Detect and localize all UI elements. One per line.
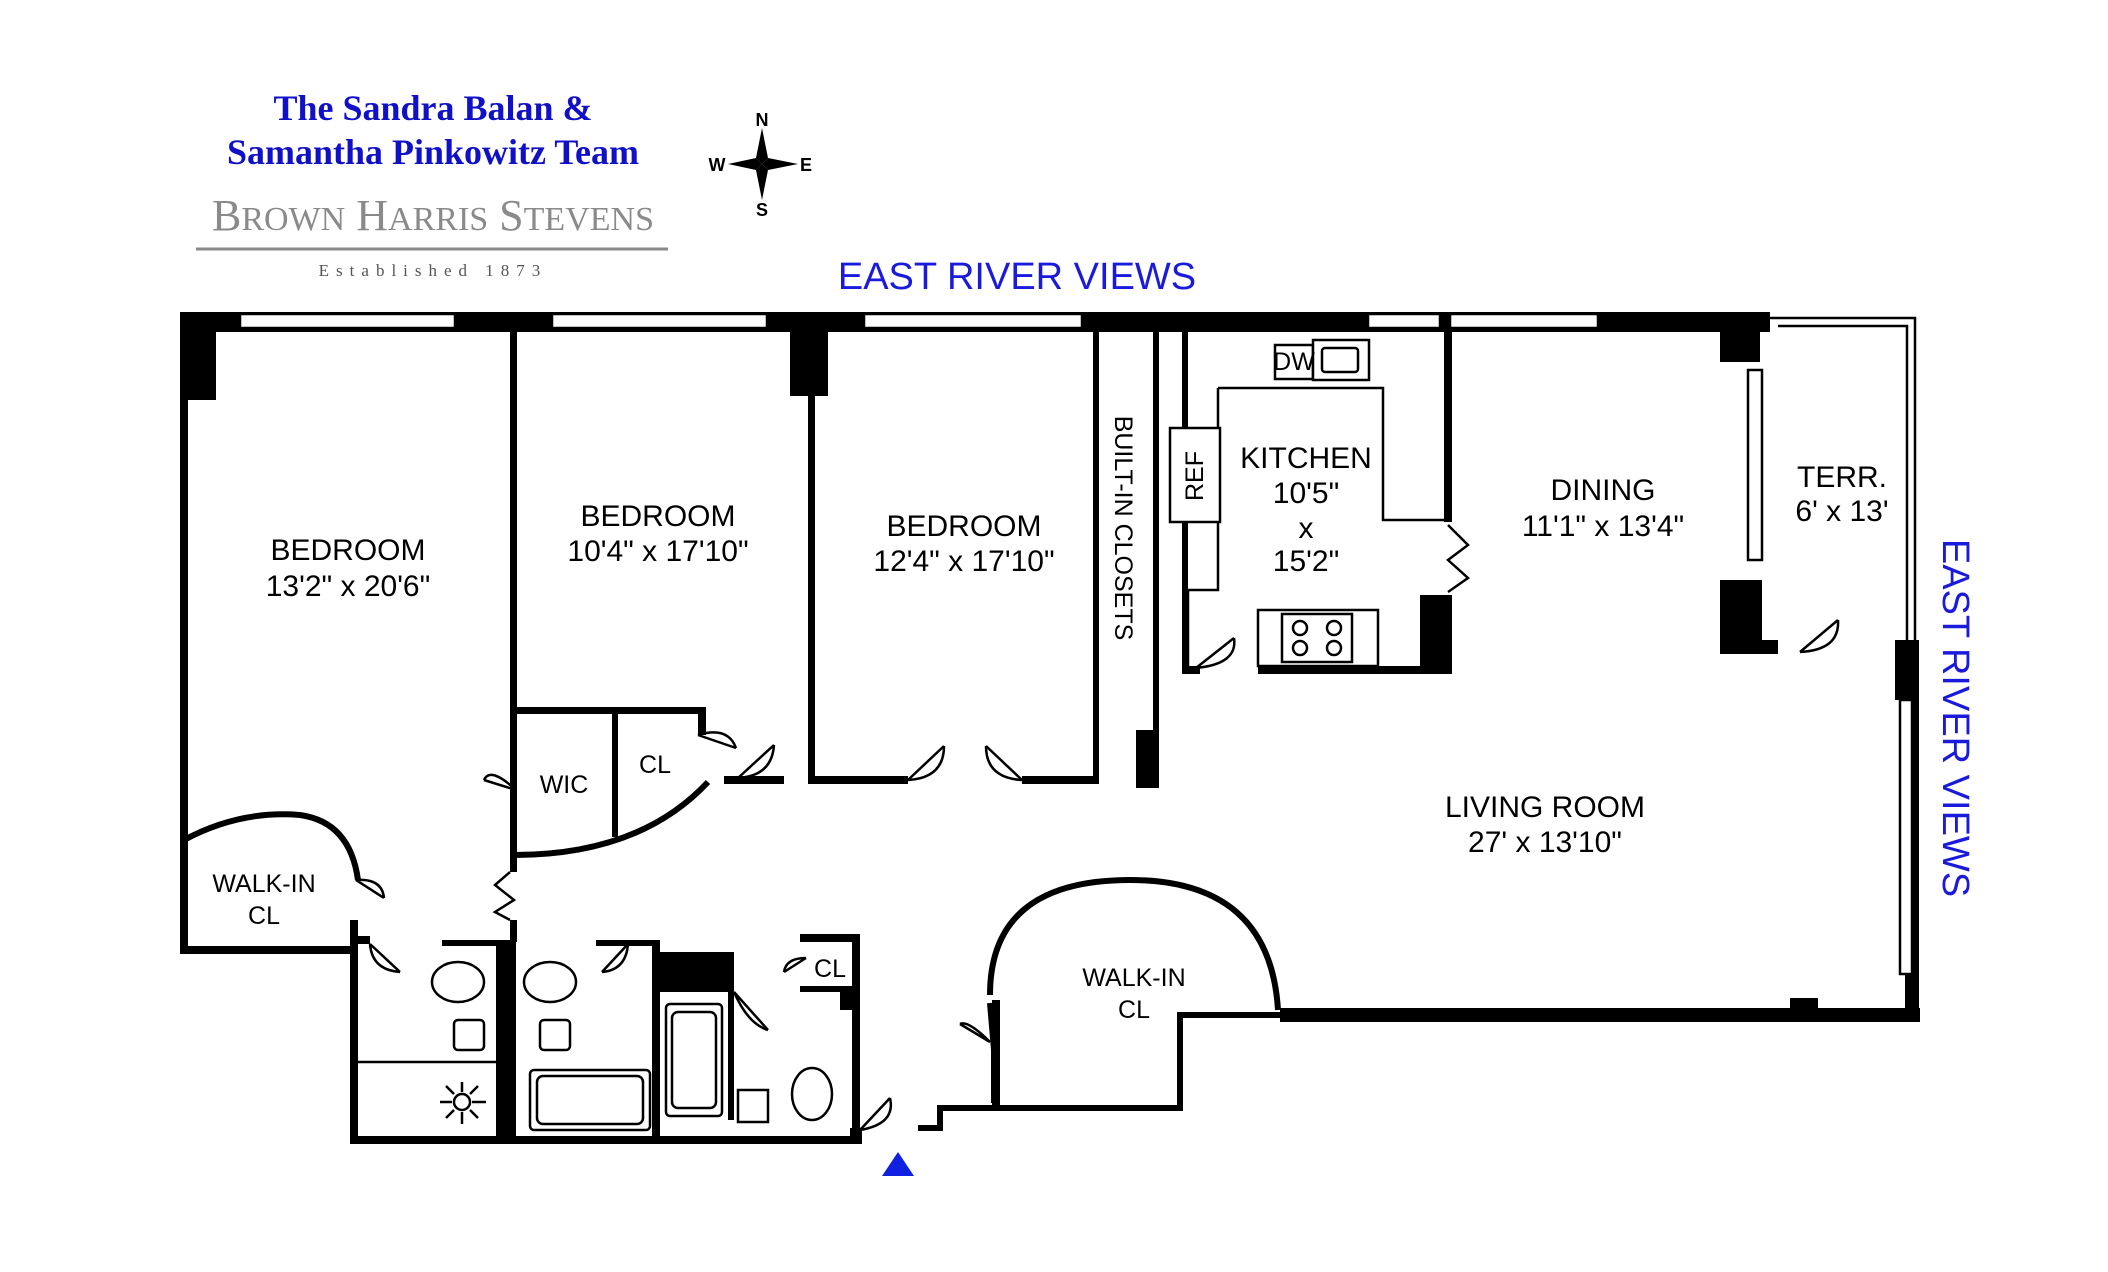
compass-n: N [756,110,769,130]
window [1898,698,1914,976]
window [238,312,457,330]
window [1448,312,1600,330]
bedroom-1-size: 13'2" x 20'6" [266,570,431,603]
toilet-icon [790,1066,834,1122]
closet-label-1: CL [639,751,671,779]
established-text: Established 1873 [319,261,548,280]
walk-in-closet-2-line1: WALK-IN [1082,964,1185,992]
bath-sink-icon [430,960,486,1004]
walk-in-closet-1-line1: WALK-IN [212,870,315,898]
branding: The Sandra Balan & Samantha Pinkowitz Te… [196,88,668,280]
living-room-size: 27' x 13'10" [1468,826,1622,859]
team-line-2: Samantha Pinkowitz Team [227,132,639,172]
living-room-name: LIVING ROOM [1445,791,1645,824]
team-line-1: The Sandra Balan & [273,88,592,128]
shower-icon [440,1082,486,1124]
wic-label: WIC [540,771,589,799]
view-label-top: EAST RIVER VIEWS [838,256,1196,298]
kitchen-dim1: 10'5" [1273,477,1339,510]
terrace-size: 6' x 13' [1795,495,1888,528]
bedroom-1-name: BEDROOM [270,534,425,567]
compass-e: E [800,155,812,175]
window [550,312,769,330]
bedroom-2-size: 10'4" x 17'10" [567,535,748,568]
bedroom-3-size: 12'4" x 17'10" [873,545,1054,578]
bath-sink-icon [522,960,578,1004]
window [862,312,1084,330]
kitchen-x: x [1299,512,1314,545]
compass-icon: N S W E [709,110,813,220]
dw-label: DW [1273,348,1315,376]
ref-label: REF [1181,451,1209,501]
doors [355,524,1840,1132]
fixtures: DW REF [430,338,1380,1132]
dining-size: 11'1" x 13'4" [1522,510,1684,543]
bath-sink-icon [736,1088,770,1124]
window [1746,368,1764,562]
refrigerator-icon [1168,426,1222,524]
dining-name: DINING [1551,474,1656,507]
compass-s: S [756,200,768,220]
closet-label-2: CL [814,955,846,983]
bedroom-2-name: BEDROOM [580,500,735,533]
entry-arrow-icon [882,1152,914,1176]
view-label-right: EAST RIVER VIEWS [1934,539,1976,897]
brand-logo: BROWN HARRIS STEVENS [212,191,654,240]
kitchen-dim2: 15'2" [1273,545,1339,578]
built-in-closets-label: BUILT-IN CLOSETS [1109,416,1137,641]
kitchen-name: KITCHEN [1240,442,1372,475]
terrace-name: TERR. [1797,461,1887,494]
toilet-icon [538,1018,572,1052]
compass-w: W [709,155,726,175]
walk-in-closet-2-line2: CL [1118,996,1150,1024]
bedroom-3-name: BEDROOM [886,510,1041,543]
room-labels: BEDROOM 13'2" x 20'6" BEDROOM 10'4" x 17… [212,416,1888,1024]
toilet-icon [452,1018,486,1052]
walls [180,312,1920,1144]
window [1366,312,1442,330]
walk-in-closet-1-line2: CL [248,902,280,930]
